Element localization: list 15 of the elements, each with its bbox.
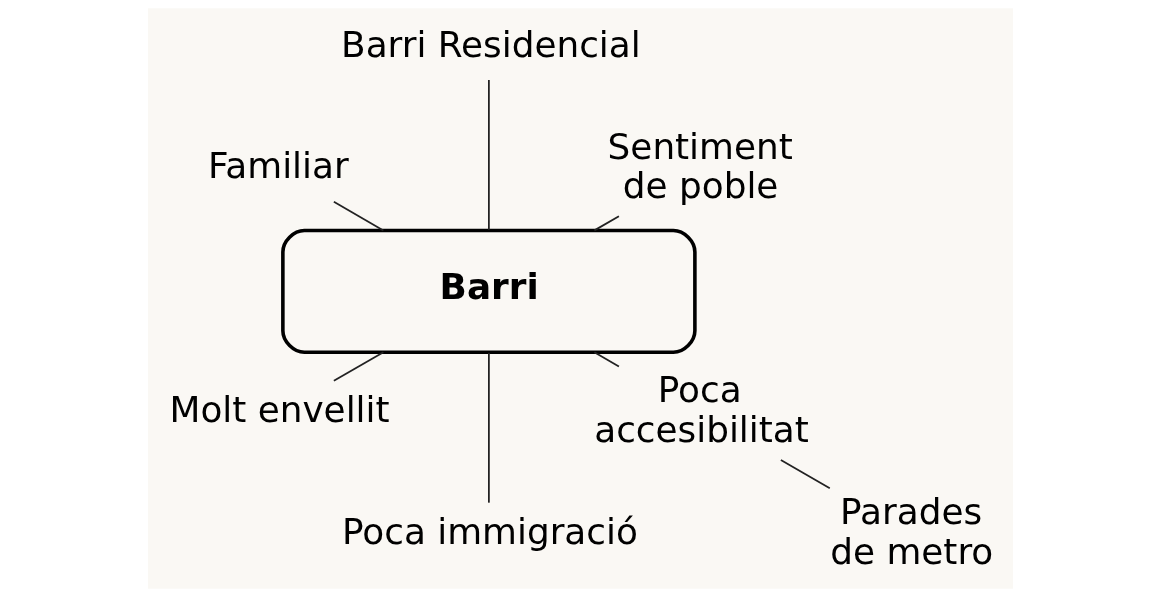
node-text: Sentiment de poble — [607, 125, 793, 207]
node-text: Familiar — [207, 145, 349, 187]
connector — [332, 200, 384, 232]
connector — [593, 215, 620, 232]
node-text: Molt envellit — [169, 389, 390, 431]
node-text: Barri Residencial — [340, 23, 641, 65]
node-box: Barri — [280, 228, 697, 355]
node-text: Poca accesibilitat — [593, 369, 809, 450]
connector — [487, 351, 490, 504]
connector — [593, 351, 620, 368]
connector — [487, 79, 490, 231]
node-text: Poca immigració — [341, 510, 638, 552]
node-text: Parades de metro — [829, 491, 993, 572]
connector — [779, 459, 831, 490]
connector — [332, 351, 384, 382]
